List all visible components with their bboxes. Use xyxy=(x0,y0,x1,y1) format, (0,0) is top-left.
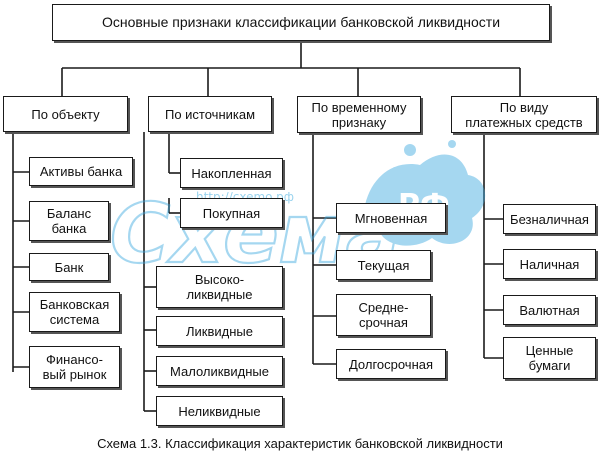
item-bank: Банк xyxy=(29,253,109,281)
item-banking-system: Банковская система xyxy=(29,292,120,332)
item-currency: Валютная xyxy=(503,295,596,325)
item-low-liquid: Малоликвидные xyxy=(156,356,283,386)
item-illiquid: Неликвидные xyxy=(156,396,283,426)
item-highly-liquid: Высоко- ликвидные xyxy=(156,266,283,308)
item-current: Текущая xyxy=(336,250,431,280)
item-bank-assets: Активы банка xyxy=(29,157,133,186)
item-non-cash: Безналичная xyxy=(503,204,596,234)
item-purchased: Покупная xyxy=(180,198,283,228)
item-accumulated: Накопленная xyxy=(180,158,283,188)
category-by-time: По временному признаку xyxy=(297,96,421,133)
item-cash: Наличная xyxy=(503,249,596,279)
item-instant: Мгновенная xyxy=(336,203,446,233)
item-bank-balance: Баланс банка xyxy=(29,201,109,241)
item-liquid: Ликвидные xyxy=(156,316,283,346)
diagram-title: Основные признаки классификации банковск… xyxy=(52,4,550,41)
category-by-payment-means: По виду платежных средств xyxy=(451,96,597,133)
item-medium-term: Средне- срочная xyxy=(336,294,431,336)
diagram-caption: Схема 1.3. Классификация характеристик б… xyxy=(97,436,503,451)
item-long-term: Долгосрочная xyxy=(336,349,446,379)
category-by-object: По объекту xyxy=(3,96,128,132)
item-financial-market: Финансо- вый рынок xyxy=(29,346,120,388)
item-securities: Ценные бумаги xyxy=(503,337,596,379)
category-by-source: По источникам xyxy=(148,96,272,132)
